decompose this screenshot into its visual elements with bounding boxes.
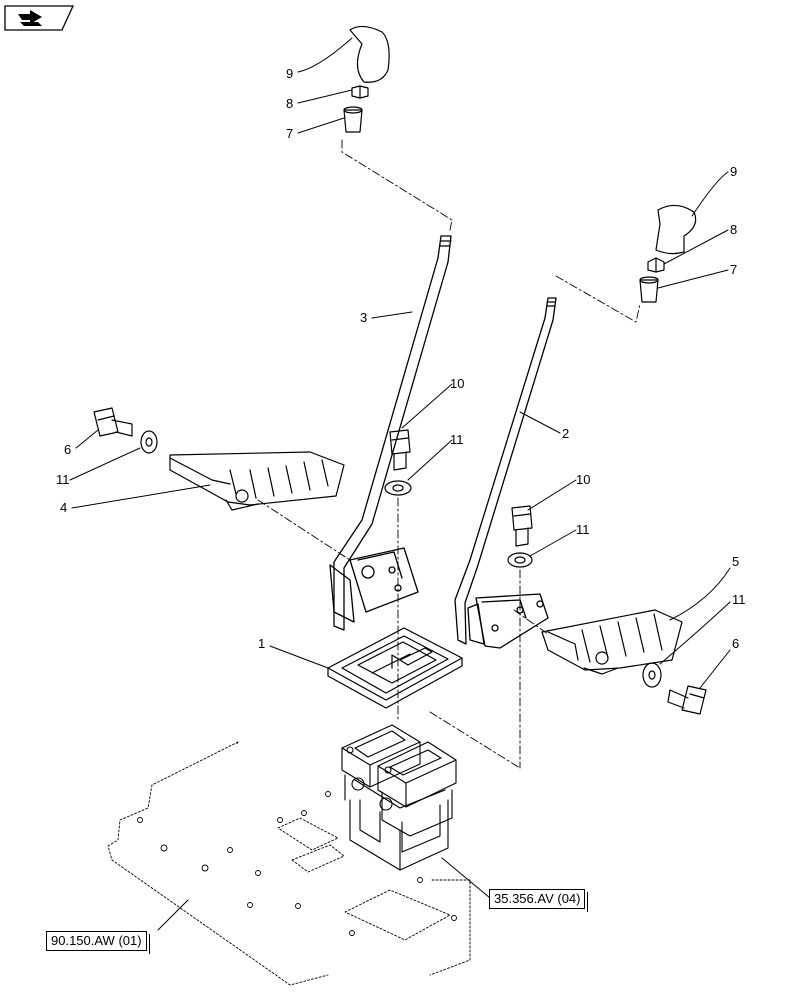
callout-7-right: 7 bbox=[730, 262, 737, 277]
callout-8-right: 8 bbox=[730, 222, 737, 237]
callout-1: 1 bbox=[258, 636, 265, 651]
washer-part-11-b bbox=[507, 552, 533, 568]
callout-11-c: 11 bbox=[56, 472, 70, 487]
pedal-part-4 bbox=[169, 451, 345, 511]
callout-10-a: 10 bbox=[450, 376, 464, 391]
floor-frame bbox=[107, 741, 471, 986]
callout-9-left: 9 bbox=[286, 66, 293, 81]
frame-reference-link[interactable]: 90.150.AW (01) bbox=[46, 931, 150, 954]
washer-part-11-c bbox=[140, 430, 158, 454]
callout-numbers: 9 8 7 9 8 7 3 2 10 11 10 11 6 11 4 5 11 … bbox=[56, 66, 746, 651]
callout-2: 2 bbox=[562, 426, 569, 441]
floor-frame-cutouts bbox=[137, 791, 457, 941]
leader-lines bbox=[69, 37, 731, 931]
pedal-part-5 bbox=[541, 609, 683, 675]
bolt-part-6-right bbox=[667, 685, 707, 715]
bolt-part-6-left bbox=[93, 407, 133, 437]
sleeve-part-7-left bbox=[343, 106, 363, 133]
forward-nav-button[interactable] bbox=[4, 5, 74, 31]
callout-11-b: 11 bbox=[576, 522, 590, 537]
callout-8-left: 8 bbox=[286, 96, 293, 111]
callout-6-right: 6 bbox=[732, 636, 739, 651]
lever-part-2 bbox=[454, 297, 557, 649]
callout-11-a: 11 bbox=[450, 432, 464, 447]
alignment-lines bbox=[257, 139, 641, 769]
sleeve-part-7-right bbox=[639, 276, 659, 303]
callout-11-d: 11 bbox=[732, 592, 746, 607]
knob-part-9-left bbox=[349, 25, 390, 83]
valve-reference-link[interactable]: 35.356.AV (04) bbox=[489, 889, 589, 912]
nut-part-8-left bbox=[351, 85, 369, 99]
callout-6-left: 6 bbox=[64, 442, 71, 457]
callout-10-b: 10 bbox=[576, 472, 590, 487]
callout-3: 3 bbox=[360, 310, 367, 325]
callout-7-left: 7 bbox=[286, 126, 293, 141]
callout-4: 4 bbox=[60, 500, 67, 515]
forward-arrow-icon bbox=[4, 5, 74, 31]
gate-plate-part-1 bbox=[327, 627, 463, 709]
lever-part-3 bbox=[329, 235, 452, 631]
washer-part-11-a bbox=[384, 480, 412, 496]
callout-9-right: 9 bbox=[730, 164, 737, 179]
nut-part-8-right bbox=[647, 257, 665, 273]
control-valve bbox=[341, 724, 457, 871]
bolt-part-10-left bbox=[389, 429, 411, 471]
knob-part-9-right bbox=[655, 204, 697, 255]
bolt-part-10-right bbox=[511, 505, 533, 547]
callout-5: 5 bbox=[732, 554, 739, 569]
washer-part-11-d bbox=[642, 662, 662, 688]
